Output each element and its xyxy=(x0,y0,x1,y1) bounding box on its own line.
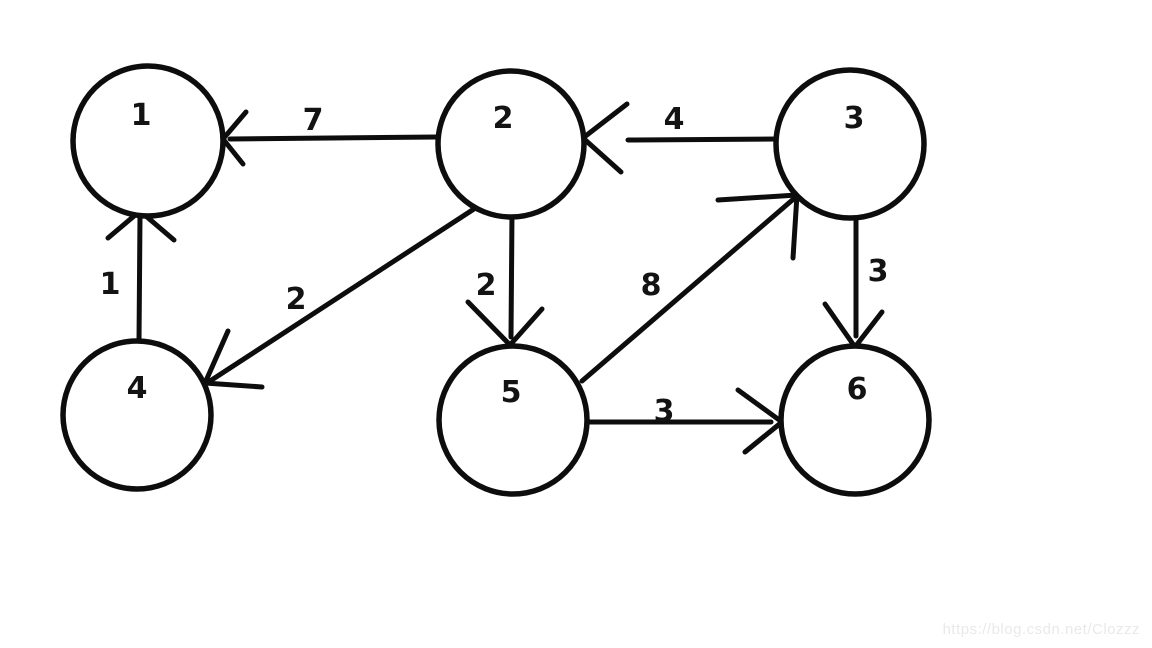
edge-2-4-arrowhead-wing1 xyxy=(202,328,231,386)
node-label-2: 2 xyxy=(493,101,514,136)
edge-2-1-arrowhead-wing2 xyxy=(220,136,246,167)
node-circle-2 xyxy=(435,68,587,220)
edge-5-3-arrowhead-wing2 xyxy=(790,192,800,261)
edge-weight-2-1: 7 xyxy=(303,103,324,138)
edge-3-2-shaft xyxy=(625,136,780,143)
edge-2-4-arrowhead-wing2 xyxy=(202,380,265,390)
node-circle-5 xyxy=(436,343,590,497)
edge-3-6-arrowhead-wing1 xyxy=(822,301,858,350)
node-circle-6 xyxy=(778,343,932,497)
edge-2-5-arrowhead-wing2 xyxy=(507,306,545,348)
edge-5-6-arrowhead-wing2 xyxy=(742,419,785,455)
edge-5-3-arrowhead-wing1 xyxy=(715,192,800,203)
edge-weight-4-1: 1 xyxy=(100,267,121,302)
watermark: https://blog.csdn.net/Clozzz xyxy=(942,621,1140,638)
edge-weight-3-6: 3 xyxy=(868,254,889,289)
edge-2-5-arrowhead-wing1 xyxy=(465,299,513,348)
node-label-6: 6 xyxy=(847,372,868,407)
edge-weight-2-4: 2 xyxy=(286,282,307,317)
edge-4-1-shaft xyxy=(136,213,143,345)
edge-2-4-shaft xyxy=(204,204,480,386)
edge-5-3-shaft xyxy=(579,193,800,384)
edge-weight-5-6: 3 xyxy=(654,394,675,429)
node-label-5: 5 xyxy=(501,375,522,410)
edge-weight-2-5: 2 xyxy=(476,268,497,303)
edge-weight-5-3: 8 xyxy=(641,268,662,303)
edge-weight-3-2: 4 xyxy=(664,102,685,137)
edge-2-1-arrowhead-wing1 xyxy=(220,109,249,142)
edge-3-6-arrowhead-wing2 xyxy=(852,309,885,350)
node-circle-1 xyxy=(70,63,226,219)
edge-5-6-arrowhead-wing1 xyxy=(735,387,785,425)
edge-2-1-shaft xyxy=(227,134,440,142)
edge-3-2-arrowhead-wing2 xyxy=(580,135,624,175)
node-label-4: 4 xyxy=(127,371,148,406)
node-circle-4 xyxy=(60,338,214,492)
node-label-3: 3 xyxy=(844,101,865,136)
node-circle-3 xyxy=(773,67,927,221)
node-label-1: 1 xyxy=(131,98,152,133)
edge-3-2-arrowhead-wing1 xyxy=(580,101,630,141)
edge-2-5-shaft xyxy=(508,209,515,340)
